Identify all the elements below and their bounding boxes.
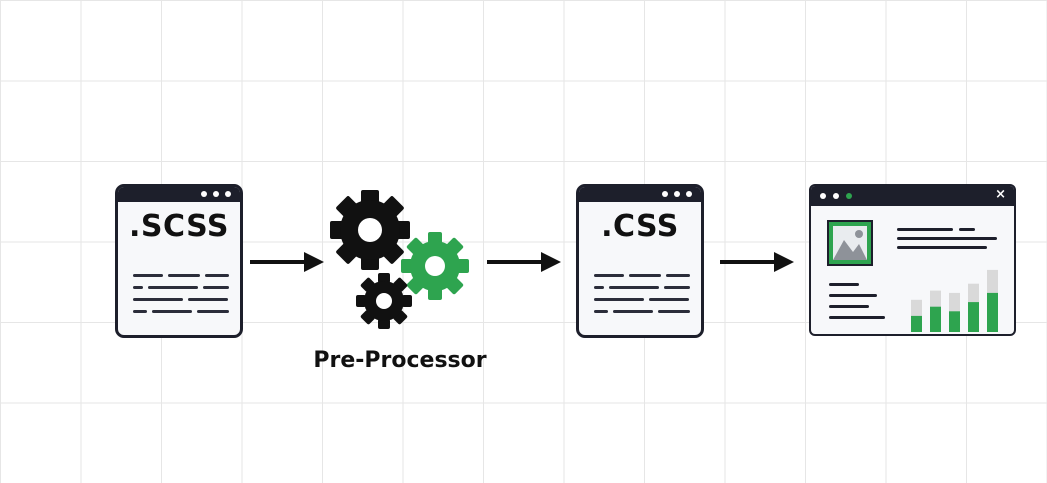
window-dot (686, 191, 692, 197)
arrow-right-icon (487, 252, 561, 272)
scss-extension-label: .SCSS (129, 209, 229, 244)
text-line (594, 286, 604, 289)
gear-icon (401, 232, 469, 300)
arrow-right-icon (250, 252, 324, 272)
bar (949, 311, 960, 332)
image-icon (827, 220, 873, 266)
window-dot (201, 191, 207, 197)
text-line (594, 274, 624, 277)
window-dot (213, 191, 219, 197)
text-line (188, 298, 228, 301)
bar (930, 306, 941, 332)
bar-chart-icon (911, 269, 998, 332)
text-line (197, 310, 229, 313)
text-line (613, 310, 653, 313)
text-line (897, 246, 987, 249)
text-line (658, 310, 690, 313)
text-line (594, 298, 644, 301)
browser-titlebar: × (811, 186, 1014, 206)
text-line (152, 310, 192, 313)
bar (911, 315, 922, 332)
text-line (829, 316, 885, 319)
text-line (897, 237, 997, 240)
browser-window: × (809, 184, 1016, 336)
text-line (629, 274, 661, 277)
window-dot (846, 193, 852, 199)
text-line (148, 286, 198, 289)
bar-background (911, 299, 922, 332)
gear-icon (330, 190, 410, 270)
pre-processor-label: Pre-Processor (313, 348, 487, 373)
css-extension-label: .CSS (601, 209, 679, 244)
text-line (203, 286, 229, 289)
text-line (829, 305, 869, 308)
window-dot (820, 193, 826, 199)
text-line (666, 274, 690, 277)
text-line (829, 294, 877, 297)
gears-icon (330, 190, 469, 329)
close-icon: × (995, 187, 1006, 202)
window-titlebar (118, 187, 240, 202)
text-line (664, 286, 690, 289)
bar (987, 292, 998, 332)
window-dot (833, 193, 839, 199)
text-line (133, 286, 143, 289)
window-dot (225, 191, 231, 197)
text-line (829, 283, 859, 286)
scss-file-window: .SCSS (115, 184, 243, 338)
text-line (649, 298, 689, 301)
window-titlebar (579, 187, 701, 202)
text-line (133, 298, 183, 301)
text-line (168, 274, 200, 277)
arrow-right-icon (720, 252, 794, 272)
text-line (133, 310, 147, 313)
text-line (897, 228, 953, 231)
window-dot (662, 191, 668, 197)
text-line (609, 286, 659, 289)
bar (968, 302, 979, 332)
text-line (205, 274, 229, 277)
text-line (594, 310, 608, 313)
text-line (133, 274, 163, 277)
gear-icon (356, 273, 412, 329)
css-file-window: .CSS (576, 184, 704, 338)
text-line (959, 228, 975, 231)
window-dot (674, 191, 680, 197)
